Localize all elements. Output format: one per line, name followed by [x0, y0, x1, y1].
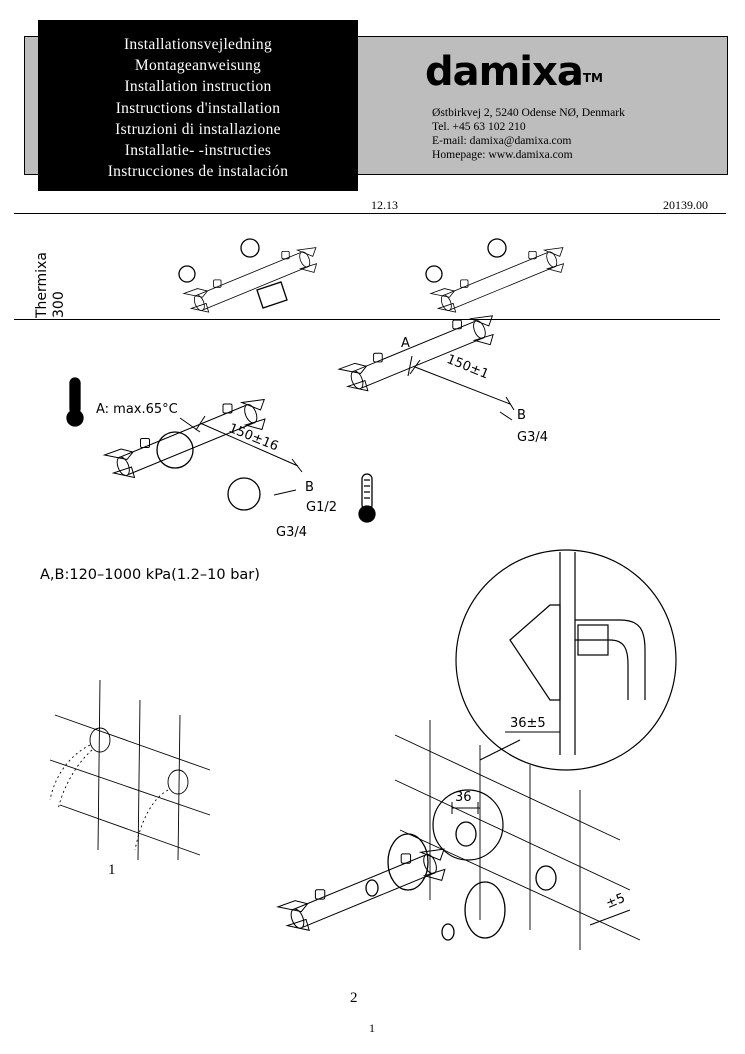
label-b-right: B — [517, 408, 526, 423]
dimension-36: 36 — [455, 790, 472, 805]
mixer-main-right — [338, 315, 494, 392]
hot-water-label: A: max.65°C — [96, 402, 178, 417]
step2-wall-grid — [394, 720, 641, 950]
pressure-spec: A,B:120–1000 kPa(1.2–10 bar) — [40, 567, 260, 583]
title-es: Instrucciones de instalación — [107, 163, 289, 181]
step-2-number: 2 — [350, 990, 358, 1006]
page-number: 1 — [369, 1021, 375, 1035]
divider-top — [14, 213, 726, 214]
dimension-36-5: 36±5 — [510, 716, 546, 731]
brand-tm: TM — [582, 71, 603, 85]
damixa-logo: damixaTM — [425, 52, 603, 92]
title-block: Installationsvejledning Montageanweisung… — [38, 20, 358, 191]
title-it: Istruzioni di installazione — [115, 120, 281, 138]
thumbnail-shower-mixer — [425, 238, 564, 313]
title-de: Montageanweisung — [134, 57, 262, 75]
doc-number: 20139.00 — [663, 198, 708, 212]
thumbnail-bath-mixer — [178, 238, 317, 313]
contact-tel: Tel. +45 63 102 210 — [432, 120, 526, 133]
thermometer-hot-icon — [66, 377, 84, 427]
contact-homepage: Homepage: www.damixa.com — [432, 148, 573, 161]
title-da: Installationsvejledning — [123, 36, 273, 53]
detail-circle — [432, 549, 677, 861]
contact-address: Østbirkvej 2, 5240 Odense NØ, Denmark — [432, 106, 625, 119]
step2-assembly — [277, 848, 446, 931]
mixer-main-left — [104, 399, 266, 511]
thread-g34-left: G3/4 — [276, 525, 307, 540]
step1-wall-grid — [49, 679, 211, 861]
doc-date: 12.13 — [371, 198, 398, 212]
contact-block: Østbirkvej 2, 5240 Odense NØ, Denmark Te… — [432, 106, 625, 162]
title-fr: Instructions d'installation — [115, 99, 281, 117]
divider-product — [14, 319, 720, 320]
brand-name: damixa — [425, 49, 584, 95]
dimension-lines — [179, 355, 631, 926]
step-1-number: 1 — [108, 862, 116, 878]
thread-g34-right: G3/4 — [517, 430, 548, 445]
thread-g12: G1/2 — [306, 500, 337, 515]
contact-email: E-mail: damixa@damixa.com — [432, 134, 572, 147]
thermometer-cold-icon — [358, 473, 376, 523]
label-a-right: A — [401, 336, 410, 351]
title-en: Installation instruction — [124, 78, 272, 96]
step2-parts — [365, 821, 557, 941]
label-b-left: B — [305, 480, 314, 495]
title-nl: Installatie- -instructies — [124, 142, 272, 160]
